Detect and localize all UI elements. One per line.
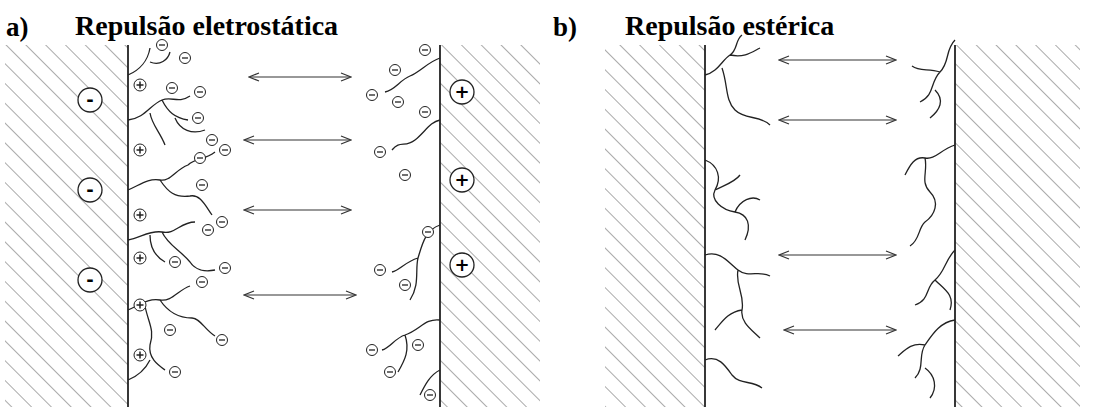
wall-hatching xyxy=(5,45,1080,407)
panel-title: Repulsão eletrostática xyxy=(75,12,338,40)
small-charge xyxy=(134,40,436,401)
polymer-chain xyxy=(128,48,440,395)
panel-title: Repulsão estérica xyxy=(625,12,834,40)
charge-sign: - xyxy=(86,271,93,289)
charge-sign: + xyxy=(454,171,469,189)
polymer-chain xyxy=(705,35,955,398)
wall-surface xyxy=(128,45,955,407)
panel-tag: b) xyxy=(553,14,577,41)
charge-sign: - xyxy=(86,91,93,109)
double-arrow xyxy=(245,60,895,330)
charge-sign: + xyxy=(454,83,469,101)
panel-tag: a) xyxy=(6,14,29,41)
charge-sign: - xyxy=(86,181,93,199)
charge-sign: + xyxy=(454,256,469,274)
charge-circle xyxy=(78,80,474,292)
